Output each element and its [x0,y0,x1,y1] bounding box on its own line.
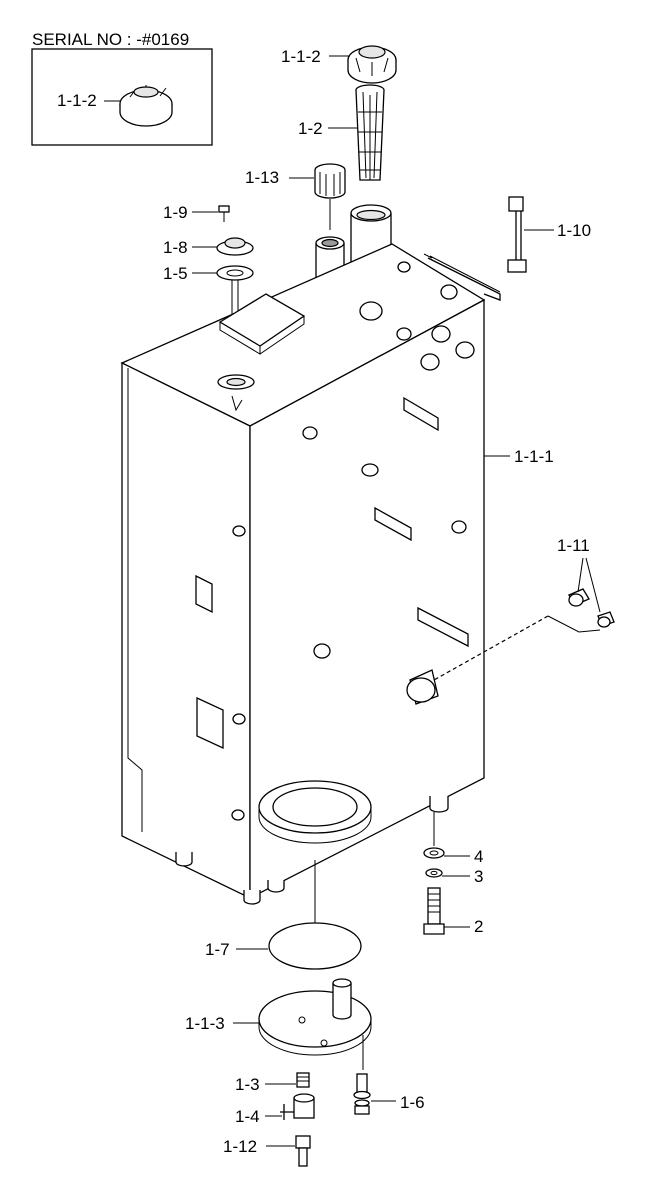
label-inset-1-1-2: 1-1-2 [57,91,97,110]
suction-cover-1-1-3 [258,978,372,1056]
label-1-9: 1-9 [163,203,188,222]
label-1-1-1: 1-1-1 [514,447,554,466]
label-1-7: 1-7 [205,940,230,959]
label-1-1-3: 1-1-3 [185,1014,225,1033]
label-1-8: 1-8 [163,238,188,257]
label-3: 3 [474,867,483,886]
fitting-1-11 [568,588,615,628]
level-sensor-1-10 [507,196,527,273]
breather-cap-1-13 [314,163,346,199]
label-1-6: 1-6 [400,1093,425,1112]
cap-1-8 [216,237,254,256]
label-2: 2 [474,917,483,936]
bolt-set-1-6 [353,1073,371,1115]
label-4: 4 [474,847,483,866]
bolt-2 [423,887,445,935]
connector-1-12 [295,1135,311,1167]
inset-fuel-cap [119,85,173,127]
label-1-12: 1-12 [223,1137,257,1156]
label-1-2: 1-2 [298,119,323,138]
valve-1-4 [280,1093,315,1120]
label-1-11: 1-11 [557,536,590,555]
fuel-cap-1-1-2 [347,45,397,84]
washer-3 [425,868,443,878]
plug-1-3 [296,1072,310,1088]
label-1-3: 1-3 [235,1075,260,1094]
serial-number-note: SERIAL NO : -#0169 [32,30,189,49]
washer-4 [423,847,445,859]
label-1-4: 1-4 [235,1107,260,1126]
bolt-1-9 [218,205,230,222]
label-top-1-1-2: 1-1-2 [281,47,321,66]
label-1-13: 1-13 [245,168,279,187]
strainer-1-2 [355,84,385,181]
hydraulic-tank-1-1-1 [120,243,501,905]
label-1-10: 1-10 [557,221,591,240]
gasket-1-7 [268,922,362,970]
inset-box [31,48,213,146]
label-1-5: 1-5 [163,264,188,283]
gasket-1-5 [216,265,254,281]
